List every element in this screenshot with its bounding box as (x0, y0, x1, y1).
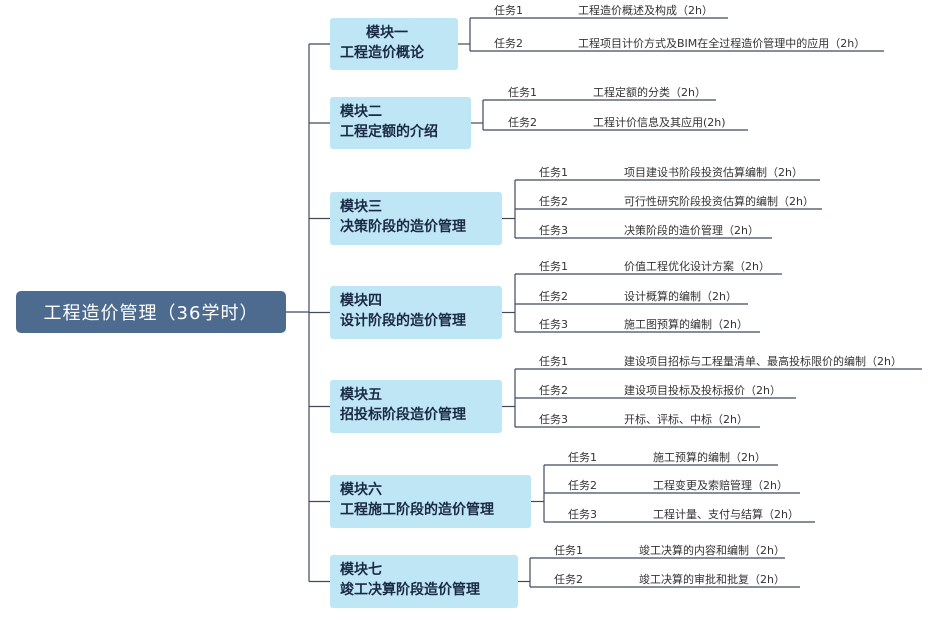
task-description: 工程计量、支付与结算（2h） (653, 508, 799, 521)
task-number: 任务2 (539, 290, 568, 303)
task-number: 任务1 (494, 4, 523, 17)
task-number: 任务1 (539, 355, 568, 368)
module-title: 工程施工阶段的造价管理 (340, 502, 494, 518)
root-node: 工程造价管理（36学时） (16, 291, 286, 333)
task-description: 价值工程优化设计方案（2h） (624, 260, 770, 273)
task-description: 开标、评标、中标（2h） (624, 413, 748, 426)
task-description: 竣工决算的内容和编制（2h） (639, 544, 785, 557)
task-number: 任务3 (539, 413, 568, 426)
module-title: 招投标阶段造价管理 (340, 407, 466, 423)
task-description: 建设项目投标及投标报价（2h） (624, 384, 781, 397)
task-number: 任务1 (539, 260, 568, 273)
module-box: 模块四设计阶段的造价管理 (330, 286, 502, 339)
task-number: 任务2 (539, 384, 568, 397)
task-description: 可行性研究阶段投资估算的编制（2h） (624, 195, 814, 208)
module-name: 模块二 (340, 104, 382, 120)
module-name: 模块一 (366, 25, 408, 41)
task-number: 任务1 (539, 166, 568, 179)
task-description: 建设项目招标与工程量清单、最高投标限价的编制（2h） (624, 355, 902, 368)
module-name: 模块五 (340, 387, 382, 403)
task-number: 任务3 (539, 318, 568, 331)
task-number: 任务2 (494, 37, 523, 50)
module-box: 模块三决策阶段的造价管理 (330, 192, 502, 245)
module-title: 决策阶段的造价管理 (340, 219, 466, 235)
task-description: 工程计价信息及其应用(2h) (593, 116, 726, 129)
module-box: 模块七竣工决算阶段造价管理 (330, 555, 518, 608)
module-title: 工程定额的介绍 (340, 124, 438, 140)
task-number: 任务1 (554, 544, 583, 557)
task-description: 项目建设书阶段投资估算编制（2h） (624, 166, 803, 179)
module-box: 模块一工程造价概论 (330, 18, 458, 70)
task-description: 工程变更及索赔管理（2h） (653, 479, 788, 492)
module-name: 模块七 (340, 562, 382, 578)
task-description: 施工图预算的编制（2h） (624, 318, 748, 331)
module-box: 模块二工程定额的介绍 (330, 97, 471, 149)
module-name: 模块四 (340, 293, 382, 309)
module-name: 模块三 (340, 199, 382, 215)
task-number: 任务1 (508, 86, 537, 99)
module-box: 模块六工程施工阶段的造价管理 (330, 475, 531, 528)
task-number: 任务2 (568, 479, 597, 492)
task-number: 任务2 (554, 573, 583, 586)
task-number: 任务3 (568, 508, 597, 521)
task-description: 工程项目计价方式及BIM在全过程造价管理中的应用（2h） (578, 37, 866, 50)
task-description: 工程定额的分类（2h） (593, 86, 706, 99)
module-title: 工程造价概论 (340, 45, 424, 61)
module-name: 模块六 (340, 482, 382, 498)
task-number: 任务1 (568, 451, 597, 464)
task-number: 任务2 (508, 116, 537, 129)
module-title: 设计阶段的造价管理 (340, 313, 466, 329)
task-description: 决策阶段的造价管理（2h） (624, 224, 759, 237)
module-title: 竣工决算阶段造价管理 (340, 582, 480, 598)
module-box: 模块五招投标阶段造价管理 (330, 380, 502, 433)
task-description: 施工预算的编制（2h） (653, 451, 766, 464)
task-number: 任务3 (539, 224, 568, 237)
task-description: 设计概算的编制（2h） (624, 290, 737, 303)
task-description: 工程造价概述及构成（2h） (578, 4, 713, 17)
task-number: 任务2 (539, 195, 568, 208)
task-description: 竣工决算的审批和批复（2h） (639, 573, 785, 586)
